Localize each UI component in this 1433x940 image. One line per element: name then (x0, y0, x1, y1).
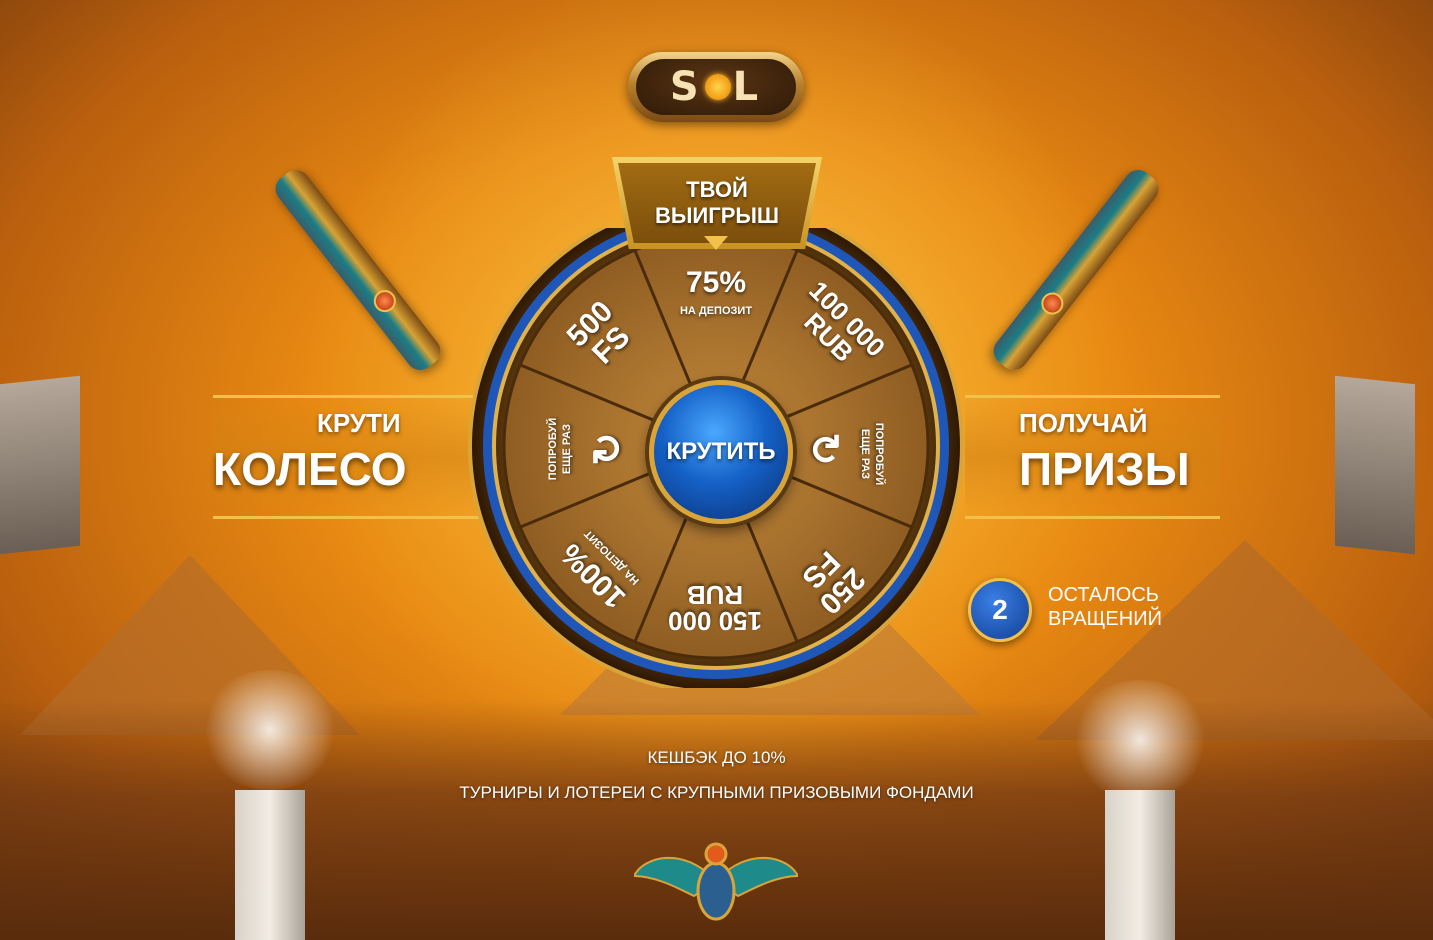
spins-left-line1: ОСТАЛОСЬ (1048, 584, 1159, 606)
win-flag-line2: ВЫИГРЫШ (654, 203, 780, 228)
sword-gem-icon (1036, 288, 1068, 319)
retry-icon-left: ↻ (585, 432, 630, 466)
smoke-right (1070, 680, 1210, 800)
spin-button[interactable]: КРУТИТЬ (649, 380, 793, 524)
spins-left-badge: 2 (968, 578, 1032, 642)
segment-small: RUB (686, 580, 744, 610)
segment-big: ПОПРОБУЙ (547, 417, 559, 481)
pillar-right (1105, 790, 1175, 940)
segment-big: ПОПРОБУЙ (873, 422, 885, 486)
banner-right-line1: ПОЛУЧАЙ (1019, 408, 1148, 438)
win-flag-line1: ТВОЙ (686, 177, 748, 202)
logo-letter-s: S (669, 64, 703, 110)
sun-icon (704, 74, 731, 100)
segment-75-deposit: 75% НА ДЕПОЗИТ (666, 268, 766, 318)
wheel-blue-ring (483, 228, 949, 679)
banner-get-prizes: ПОЛУЧАЙ ПРИЗЫ (965, 395, 1220, 519)
banner-left-line2: КОЛЕСО (213, 443, 407, 495)
segment-small: НА ДЕПОЗИТ (679, 305, 753, 317)
retry-icon-right: ↻ (801, 432, 846, 466)
segment-big: 150 000 (668, 606, 762, 636)
smoke-left (200, 670, 340, 790)
win-flag-inner: ТВОЙ ВЫИГРЫШ (618, 163, 816, 243)
scarab-icon (634, 842, 798, 921)
tournaments-text: ТУРНИРЫ И ЛОТЕРЕИ С КРУПНЫМИ ПРИЗОВЫМИ Ф… (459, 783, 974, 802)
banner-left-line1: КРУТИ (317, 408, 401, 438)
sword-gem-icon (369, 285, 401, 317)
sol-logo[interactable]: S L (628, 52, 804, 122)
logo-letter-l: L (732, 64, 763, 110)
pointer-arrow-icon (704, 236, 728, 250)
logo-inner: S L (636, 59, 796, 115)
segment-try-again-left: ПОПРОБУЙ ЕЩЕ РАЗ (546, 399, 574, 499)
ruin-right (1335, 375, 1415, 555)
segment-try-again-right: ПОПРОБУЙ ЕЩЕ РАЗ (858, 404, 886, 504)
segment-small: ЕЩЕ РАЗ (859, 428, 871, 480)
spin-button-label: КРУТИТЬ (666, 438, 776, 465)
wheel-gold-ring (492, 228, 940, 670)
segment-150000-rub: 150 000 RUB (660, 580, 770, 636)
banner-right-line2: ПРИЗЫ (1019, 443, 1190, 495)
spins-left-line2: ВРАЩЕНИЙ (1048, 608, 1162, 630)
your-win-flag: ТВОЙ ВЫИГРЫШ (612, 157, 822, 249)
banner-spin-wheel: КРУТИ КОЛЕСО (213, 395, 483, 519)
ruin-left (0, 375, 80, 555)
segment-small: ЕЩЕ РАЗ (561, 423, 573, 475)
spins-left-text: ОСТАЛОСЬ ВРАЩЕНИЙ (1048, 583, 1162, 631)
pillar-left (235, 790, 305, 940)
segment-big: 75% (685, 266, 747, 299)
cashback-text: КЕШБЭК ДО 10% (647, 748, 786, 767)
